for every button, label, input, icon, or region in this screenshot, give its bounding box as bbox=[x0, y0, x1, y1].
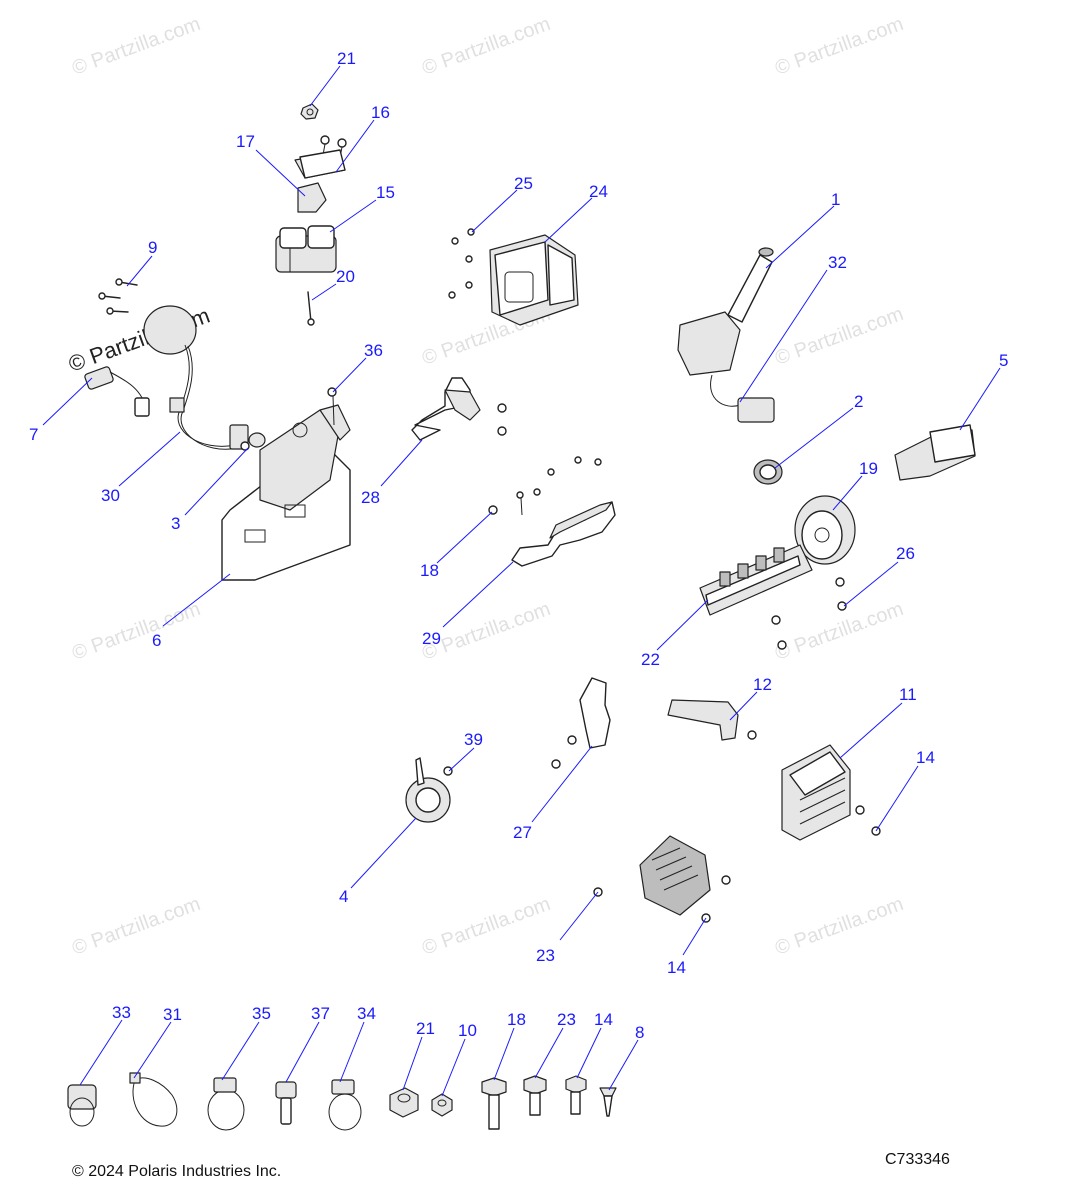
callout-21: 21 bbox=[416, 1019, 435, 1038]
part-screws-16 bbox=[320, 135, 347, 159]
callout-2: 2 bbox=[854, 392, 863, 411]
part-ecu-24 bbox=[489, 234, 579, 326]
watermark: © Partzilla.com bbox=[69, 13, 203, 80]
callout-5: 5 bbox=[999, 351, 1008, 370]
callout-25: 25 bbox=[514, 174, 533, 193]
watermark: © Partzilla.com bbox=[772, 303, 906, 370]
drawing-number: C733346 bbox=[885, 1151, 950, 1168]
callout-35: 35 bbox=[252, 1004, 271, 1023]
callout-6: 6 bbox=[152, 631, 161, 650]
part-bracket-29 bbox=[511, 501, 616, 567]
part-screws-25 bbox=[448, 228, 475, 299]
callout-29: 29 bbox=[422, 629, 441, 648]
callout-23: 23 bbox=[557, 1010, 576, 1029]
part-clamp-35 bbox=[207, 1077, 245, 1131]
part-sensor-7 bbox=[84, 366, 150, 417]
part-bolt-14 bbox=[565, 1075, 587, 1115]
callout-20: 20 bbox=[336, 267, 355, 286]
callout-9: 9 bbox=[148, 238, 157, 257]
callout-34: 34 bbox=[357, 1004, 376, 1023]
part-clip-17 bbox=[297, 182, 327, 213]
callout-4: 4 bbox=[339, 887, 348, 906]
callout-10: 10 bbox=[458, 1021, 477, 1040]
leader-lines bbox=[42, 65, 1001, 1097]
part-bolt-36 bbox=[327, 387, 337, 426]
part-screw-8 bbox=[599, 1087, 617, 1117]
part-pushpin-37 bbox=[275, 1081, 297, 1125]
watermark: © Partzilla.com bbox=[69, 893, 203, 960]
part-cable-tie-31 bbox=[129, 1072, 178, 1127]
part-bolt-23 bbox=[523, 1075, 547, 1116]
callout-14: 14 bbox=[594, 1010, 613, 1029]
callout-14: 14 bbox=[667, 958, 686, 977]
part-horn-4 bbox=[405, 757, 453, 823]
callout-32: 32 bbox=[828, 253, 847, 272]
part-fan-19 bbox=[794, 495, 856, 565]
part-screws-9 bbox=[98, 278, 138, 315]
callout-1: 1 bbox=[831, 190, 840, 209]
copyright-notice: © 2024 Polaris Industries Inc. bbox=[72, 1163, 282, 1180]
callout-19: 19 bbox=[859, 459, 878, 478]
part-bracket-16 bbox=[294, 149, 346, 179]
callout-22: 22 bbox=[641, 650, 660, 669]
part-clamp-34 bbox=[328, 1079, 362, 1131]
callout-numbers: 21 16 17 15 20 9 7 30 3 6 36 25 24 28 18… bbox=[29, 49, 1008, 1042]
callout-28: 28 bbox=[361, 488, 380, 507]
part-bracket-28 bbox=[411, 377, 507, 441]
callout-26: 26 bbox=[896, 544, 915, 563]
watermark: © Partzilla.com bbox=[772, 13, 906, 80]
watermark: © Partzilla.com bbox=[419, 893, 553, 960]
part-bracket-27 bbox=[551, 677, 611, 769]
callout-24: 24 bbox=[589, 182, 608, 201]
part-screws-18 bbox=[488, 456, 602, 516]
callout-18: 18 bbox=[420, 561, 439, 580]
part-bolt-18 bbox=[481, 1077, 507, 1130]
part-clip-33 bbox=[67, 1084, 97, 1127]
part-fusebox-22 bbox=[699, 544, 813, 616]
callout-8: 8 bbox=[635, 1023, 644, 1042]
part-screws-26 bbox=[771, 577, 847, 650]
callout-16: 16 bbox=[371, 103, 390, 122]
part-grommet-3 bbox=[240, 432, 266, 451]
callout-39: 39 bbox=[464, 730, 483, 749]
part-bracket-6 bbox=[221, 404, 351, 581]
part-bolt-20 bbox=[307, 291, 315, 326]
callout-37: 37 bbox=[311, 1004, 330, 1023]
part-nut-21 bbox=[300, 103, 319, 120]
callout-11: 11 bbox=[899, 685, 917, 704]
watermark: © Partzilla.com bbox=[69, 598, 203, 665]
callout-17: 17 bbox=[236, 132, 255, 151]
callout-23: 23 bbox=[536, 946, 555, 965]
part-nut-10 bbox=[431, 1093, 453, 1117]
callout-12: 12 bbox=[753, 675, 772, 694]
watermarks: © Partzilla.com © Partzilla.com © Partzi… bbox=[65, 13, 906, 960]
callout-21: 21 bbox=[337, 49, 356, 68]
callout-33: 33 bbox=[112, 1003, 131, 1022]
callout-7: 7 bbox=[29, 425, 38, 444]
callout-31: 31 bbox=[163, 1005, 182, 1024]
callout-14: 14 bbox=[916, 748, 935, 767]
part-module-11 bbox=[781, 744, 851, 841]
part-heatsink-regulator bbox=[593, 835, 731, 923]
part-bracket-12 bbox=[667, 699, 757, 741]
watermark: © Partzilla.com bbox=[419, 13, 553, 80]
callout-3: 3 bbox=[171, 514, 180, 533]
part-relay-15 bbox=[275, 225, 337, 273]
watermark: © Partzilla.com bbox=[772, 893, 906, 960]
callout-30: 30 bbox=[101, 486, 120, 505]
callout-15: 15 bbox=[376, 183, 395, 202]
callout-18: 18 bbox=[507, 1010, 526, 1029]
part-plug-2 bbox=[753, 459, 783, 485]
part-harness-30 bbox=[143, 305, 249, 450]
part-connector-5 bbox=[894, 424, 976, 481]
callout-27: 27 bbox=[513, 823, 532, 842]
part-flange-nut-21 bbox=[389, 1087, 419, 1118]
callout-36: 36 bbox=[364, 341, 383, 360]
part-switch-1 bbox=[677, 247, 775, 423]
